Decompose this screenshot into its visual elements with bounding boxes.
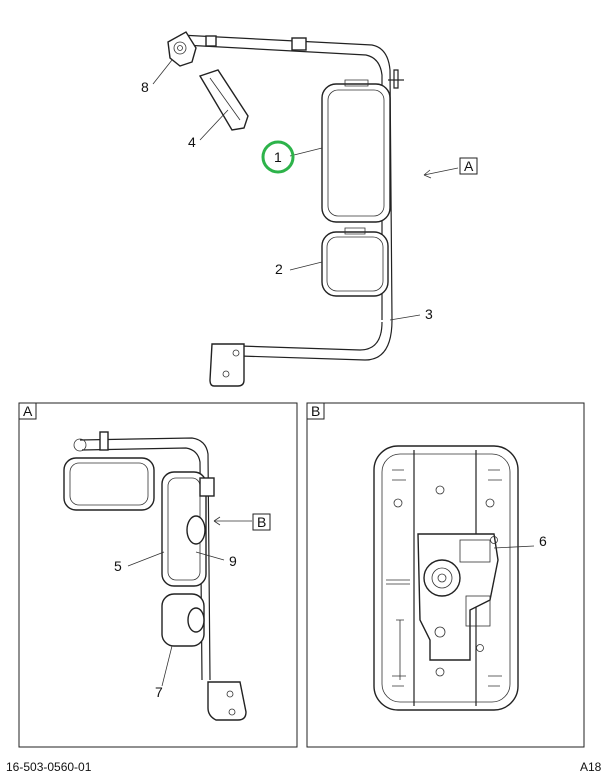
panel-b-title: B <box>311 403 320 419</box>
panel-a-title-box <box>18 402 37 420</box>
aux-mirror <box>63 457 155 511</box>
callout-5: 5 <box>114 558 122 574</box>
panel-a-title: A <box>23 403 33 419</box>
handle-bracket <box>198 69 249 131</box>
view-ref-b: B <box>257 514 266 530</box>
leader-line-6 <box>493 545 535 549</box>
rear-bottom-bracket <box>207 681 247 721</box>
mirror-assembly-main <box>167 31 404 387</box>
callout-1: 1 <box>274 149 282 165</box>
view-ref-a: A <box>464 158 474 174</box>
leader-lines-a <box>127 516 252 687</box>
main-mirror-rear <box>161 471 207 587</box>
callout-6: 6 <box>539 533 547 549</box>
view-ref-b-box <box>252 513 271 531</box>
callout-8: 8 <box>141 79 149 95</box>
mirror-motor-view <box>373 445 519 711</box>
document-number: 16-503-0560-01 <box>6 760 92 774</box>
callout-2: 2 <box>275 261 283 277</box>
lower-bracket <box>209 343 245 387</box>
panel-b-title-box <box>306 402 325 420</box>
upper-mirror <box>321 83 391 223</box>
panel-a <box>18 402 298 748</box>
view-ref-a-box <box>459 157 478 175</box>
callout-7: 7 <box>155 684 163 700</box>
highlight-ring <box>261 140 295 174</box>
callout-4: 4 <box>188 134 196 150</box>
lower-mirror <box>321 231 389 297</box>
callout-3: 3 <box>425 306 433 322</box>
mirror-assembly-rear-view <box>63 431 247 721</box>
leader-lines-main <box>152 59 459 321</box>
page-id: A18 <box>580 760 602 774</box>
callout-9: 9 <box>229 553 237 569</box>
